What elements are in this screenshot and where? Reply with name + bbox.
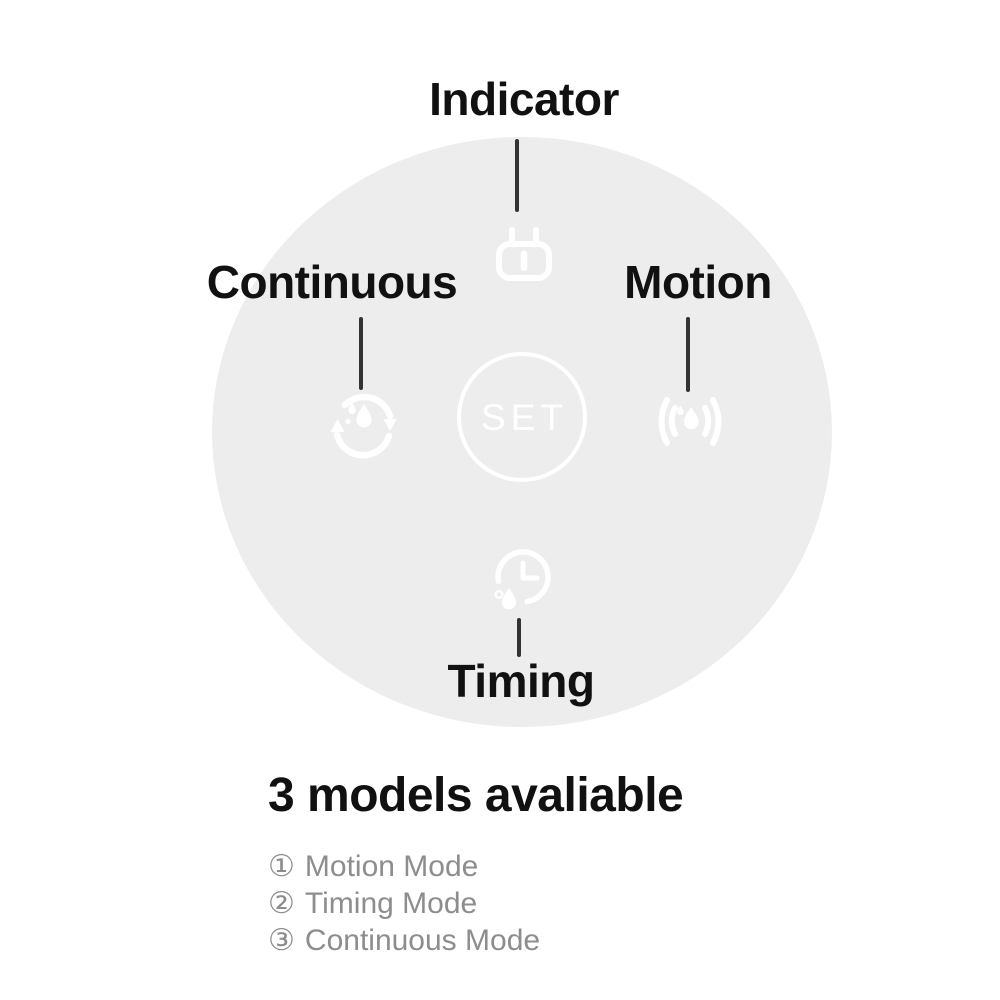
mode-list-item-continuous: ③ Continuous Mode xyxy=(268,922,540,959)
motion-pointer-line xyxy=(686,317,690,392)
continuous-cycle-icon xyxy=(330,393,397,459)
circled-number-3-icon: ③ xyxy=(268,924,295,957)
label-timing: Timing xyxy=(447,655,595,707)
mode-label: Continuous Mode xyxy=(304,924,541,957)
mode-list-item-timing: ② Timing Mode xyxy=(268,885,540,922)
circled-number-1-icon: ① xyxy=(268,850,295,883)
mode-list: ① Motion Mode ② Timing Mode ③ Continuous Mo… xyxy=(268,848,540,959)
mode-label: Timing Mode xyxy=(304,887,478,920)
set-button: SET xyxy=(457,352,587,482)
set-button-label: SET xyxy=(481,396,568,438)
mode-label: Motion Mode xyxy=(304,850,479,883)
continuous-pointer-line xyxy=(359,317,363,390)
mode-list-item-motion: ① Motion Mode xyxy=(268,848,540,885)
timing-clock-icon xyxy=(494,549,551,610)
label-indicator: Indicator xyxy=(429,73,619,125)
label-continuous: Continuous xyxy=(206,256,458,308)
timing-pointer-line xyxy=(517,618,521,657)
label-motion: Motion xyxy=(624,256,772,308)
indicator-pointer-line xyxy=(515,139,519,212)
models-available-heading: 3 models avaliable xyxy=(268,769,684,822)
power-plug-icon xyxy=(496,227,552,281)
circled-number-2-icon: ② xyxy=(268,887,295,920)
motion-sensor-icon xyxy=(658,397,722,446)
